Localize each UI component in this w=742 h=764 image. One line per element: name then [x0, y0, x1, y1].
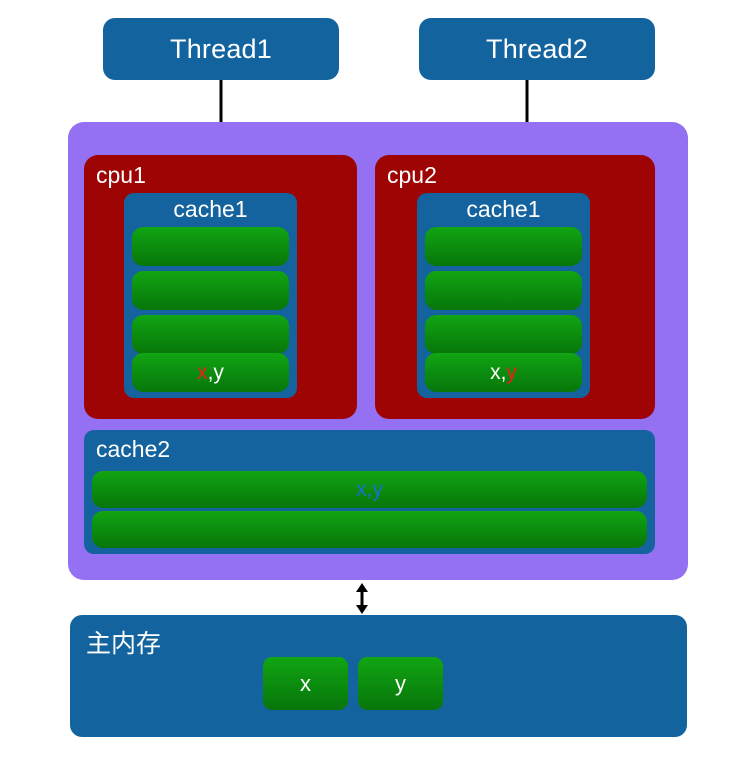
cpu1-cache-line-2 [132, 271, 289, 310]
memory-cell-x-label: x [300, 670, 311, 696]
cpu2-cache1-box: cache1 x,y [417, 193, 590, 398]
cpu1-cache1-title: cache1 [173, 196, 248, 222]
cpu1-var-y: y [213, 360, 224, 384]
memory-cell-y: y [358, 657, 443, 710]
cpu2-var-sep: , [500, 360, 507, 384]
cache2-line-2 [92, 511, 647, 548]
thread2-box[interactable]: Thread2 [419, 18, 655, 80]
cpu1-label: cpu1 [96, 162, 146, 188]
cpu1-var-x: x [197, 360, 208, 384]
main-memory-label: 主内存 [86, 630, 162, 658]
cpu1-cache-line-1 [132, 227, 289, 266]
memory-cell-y-label: y [395, 670, 406, 696]
cache2-box: cache2 x,y [84, 430, 655, 554]
cpu2-cache1-title: cache1 [466, 196, 541, 222]
thread1-label: Thread1 [170, 33, 272, 64]
thread2-label: Thread2 [486, 33, 588, 64]
cache2-vars: x,y [356, 477, 383, 501]
cpu1-cache-line-4: x,y [132, 353, 289, 392]
cpu2-cache-line-4: x,y [425, 353, 582, 392]
cache2-label: cache2 [96, 436, 171, 462]
cpu1-cache1-box: cache1 x,y [124, 193, 297, 398]
cpu2-cache-line-2 [425, 271, 582, 310]
cpu2-cache-line-1 [425, 227, 582, 266]
cpu2-var-y: y [506, 360, 517, 384]
memory-cell-x: x [263, 657, 348, 710]
cpu2-var-x: x [490, 360, 501, 384]
cpu2-cache-line-3 [425, 315, 582, 354]
cpu1-var-sep: , [207, 360, 214, 384]
cpu2-label: cpu2 [387, 162, 437, 188]
main-memory-box: 主内存 x y [70, 615, 687, 737]
cache2-line-1: x,y [92, 471, 647, 508]
arrow-cache-to-memory [356, 583, 368, 614]
cpu1-cache-line-3 [132, 315, 289, 354]
thread1-box[interactable]: Thread1 [103, 18, 339, 80]
